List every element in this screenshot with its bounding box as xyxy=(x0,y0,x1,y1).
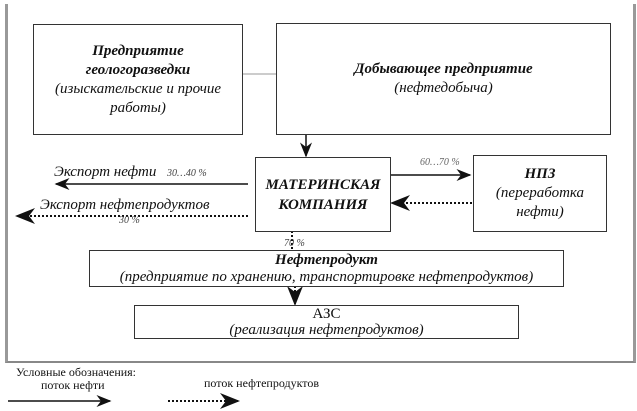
geology-title: Предприятие геологоразведки xyxy=(85,42,191,78)
parent-title: МАТЕРИНСКАЯ КОМПАНИЯ xyxy=(265,176,381,213)
refinery-title: НПЗ xyxy=(524,166,556,182)
legend-products-label: поток нефтепродуктов xyxy=(204,376,320,390)
legend-title: Условные обозначения: xyxy=(16,365,137,379)
legend-oil-label: поток нефти xyxy=(41,378,105,392)
mining-title: Добывающее предприятие xyxy=(354,61,533,77)
parent-company-box: МАТЕРИНСКАЯ КОМПАНИЯ xyxy=(255,157,391,232)
nefteprodukt-title: Нефтепродукт xyxy=(275,251,378,268)
mining-subtitle: (нефтедобыча) xyxy=(394,80,493,96)
export-products-label: Экспорт нефтепродуктов xyxy=(40,197,210,213)
azs-title: АЗС xyxy=(312,306,341,322)
geology-box: Предприятие геологоразведки (изыскательс… xyxy=(33,24,243,135)
export-oil-percent: 30…40 % xyxy=(167,168,207,179)
azs-subtitle: (реализация нефтепродуктов) xyxy=(229,322,424,338)
to-nefteprodukt-percent: 70 % xyxy=(284,238,305,249)
refinery-box: НПЗ (переработка нефти) xyxy=(473,155,607,232)
export-products-percent: 30 % xyxy=(119,215,140,226)
export-oil-label: Экспорт нефти xyxy=(54,164,157,180)
refinery-subtitle: (переработка нефти) xyxy=(495,185,585,220)
nefteprodukt-subtitle: (предприятие по хранению, транспортировк… xyxy=(119,268,534,285)
geology-subtitle: (изыскательские и прочие работы) xyxy=(54,80,222,116)
azs-box: АЗС (реализация нефтепродуктов) xyxy=(134,305,519,339)
to-refinery-percent: 60…70 % xyxy=(420,157,460,168)
nefteprodukt-box: Нефтепродукт (предприятие по хранению, т… xyxy=(89,250,564,287)
diagram-frame xyxy=(5,4,636,363)
mining-box: Добывающее предприятие (нефтедобыча) xyxy=(276,23,611,135)
